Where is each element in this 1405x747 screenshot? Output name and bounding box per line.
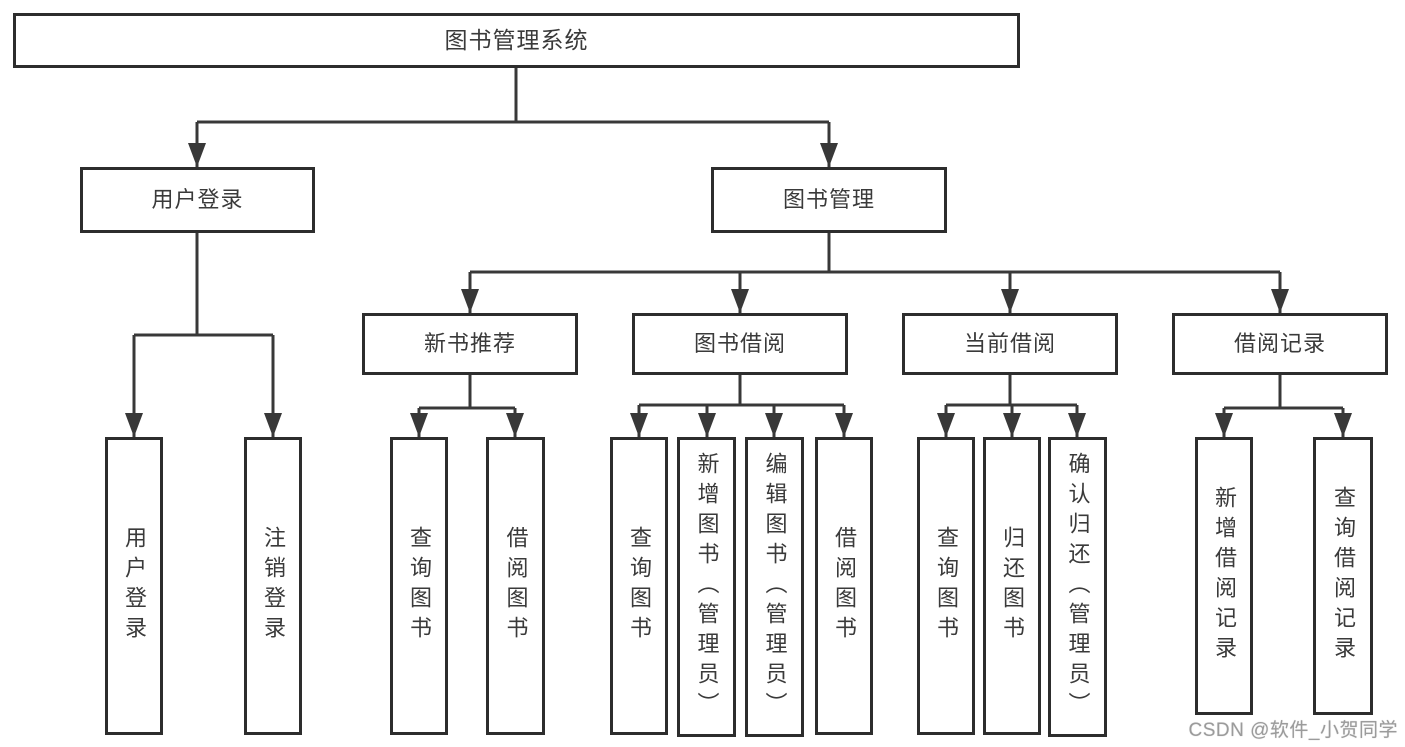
- leaf-user-login: 用户登录: [105, 437, 163, 735]
- node-root: 图书管理系统: [13, 13, 1020, 68]
- node-borrow-records: 借阅记录: [1172, 313, 1388, 375]
- connector-root-to-level2: [195, 68, 831, 167]
- connector-bookmgmt-to-level3: [468, 233, 1282, 313]
- connector-borrow-to-leaves: [637, 375, 846, 437]
- node-book-management: 图书管理: [711, 167, 947, 233]
- leaf-query-borrow-record: 查询借阅记录: [1313, 437, 1373, 715]
- node-new-book-recommend: 新书推荐: [362, 313, 578, 375]
- connector-records-to-leaves: [1222, 375, 1345, 437]
- leaf-borrow-books-2: 借阅图书: [815, 437, 873, 735]
- leaf-logout: 注销登录: [244, 437, 302, 735]
- leaf-confirm-return-admin: 确认归还（管理员）: [1048, 437, 1107, 737]
- leaf-return-books: 归还图书: [983, 437, 1041, 735]
- arrowheads: [125, 143, 1352, 437]
- leaf-query-books-3: 查询图书: [917, 437, 975, 735]
- csdn-watermark: CSDN @软件_小贺同学: [1188, 720, 1398, 741]
- leaf-borrow-books-1: 借阅图书: [486, 437, 545, 735]
- leaf-edit-book-admin: 编辑图书（管理员）: [745, 437, 804, 737]
- connector-userlogin-to-leaves: [132, 233, 275, 437]
- leaf-query-books-2: 查询图书: [610, 437, 668, 735]
- leaf-add-book-admin: 新增图书（管理员）: [677, 437, 736, 737]
- node-book-borrow: 图书借阅: [632, 313, 848, 375]
- connector-newbooks-to-leaves: [417, 375, 517, 437]
- node-current-borrow: 当前借阅: [902, 313, 1118, 375]
- leaf-add-borrow-record: 新增借阅记录: [1195, 437, 1253, 715]
- leaf-query-books-1: 查询图书: [390, 437, 448, 735]
- node-user-login: 用户登录: [80, 167, 315, 233]
